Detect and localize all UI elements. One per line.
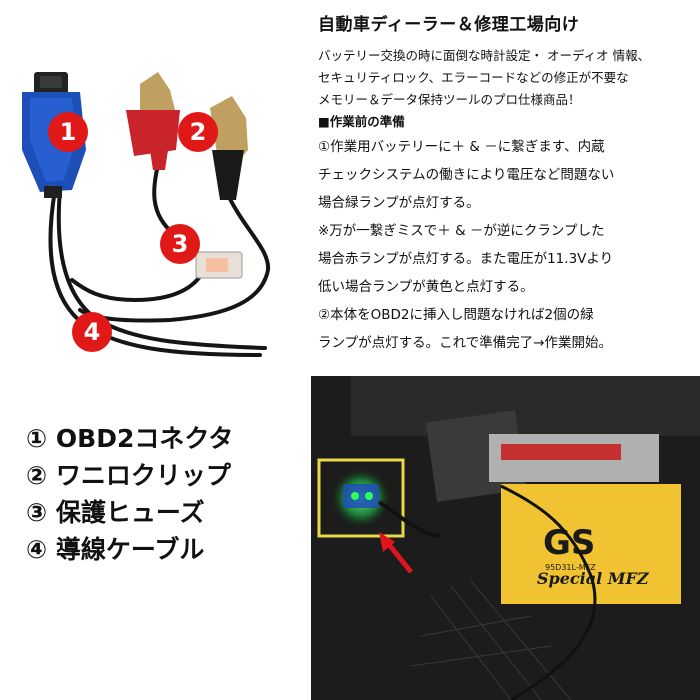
installation-photo: GS Special MFZ 95D31L-MFZ xyxy=(311,376,700,700)
photo-scene: GS Special MFZ 95D31L-MFZ xyxy=(311,376,700,700)
badge-1: 1 xyxy=(48,112,88,152)
product-illustration xyxy=(22,72,271,357)
legend-number: ② xyxy=(26,461,48,490)
red-arrow xyxy=(379,532,413,574)
description-block: 自動車ディーラー＆修理工場向け バッテリー交換の時に面倒な時計設定・ オーディオ… xyxy=(318,10,694,357)
legend-item: ③ 保護ヒューズ xyxy=(26,494,306,531)
step-line: ランプが点灯する。これで準備完了→作業開始。 xyxy=(318,335,613,351)
step-line: 場合赤ランプが点灯する。また電圧が11.3Vより xyxy=(318,251,614,267)
badge-4: 4 xyxy=(72,312,112,352)
legend-label: OBD2コネクタ xyxy=(55,424,234,453)
legend-number: ③ xyxy=(26,498,48,527)
step-line: ①作業用バッテリーに＋ & －に繋ぎます、内蔵 xyxy=(318,139,605,155)
legend-label: 導線ケーブル xyxy=(55,535,205,564)
legend-number: ① xyxy=(26,424,48,453)
badge-2: 2 xyxy=(178,112,218,152)
intro-line: メモリー＆データ保持ツールのプロ仕様商品！ xyxy=(318,92,581,107)
intro-line: バッテリー交換の時に面倒な時計設定・ オーディオ 情報、 xyxy=(318,48,651,63)
legend-item: ② ワニロクリップ xyxy=(26,457,306,494)
battery: GS Special MFZ 95D31L-MFZ xyxy=(489,434,681,700)
battery-brand: GS xyxy=(543,523,595,563)
legend-label: 保護ヒューズ xyxy=(55,498,205,527)
fuse-holder xyxy=(195,251,243,279)
step-line: ※万が一繋ぎミスで＋ & －が逆にクランプした xyxy=(318,223,605,239)
battery-code: 95D31L-MFZ xyxy=(545,563,596,572)
step-line: チェックシステムの働きにより電圧など問題ない xyxy=(318,167,615,183)
step-line: 低い場合ランプが黄色と点灯する。 xyxy=(318,279,534,295)
parts-legend: ① OBD2コネクタ ② ワニロクリップ ③ 保護ヒューズ ④ 導線ケーブル xyxy=(26,420,306,568)
description-title: 自動車ディーラー＆修理工場向け xyxy=(318,15,580,35)
legend-item: ④ 導線ケーブル xyxy=(26,531,306,568)
highlight-box xyxy=(317,458,405,538)
legend-label: ワニロクリップ xyxy=(55,461,231,490)
step-line: 場合緑ランプが点灯する。 xyxy=(318,195,480,211)
black-alligator-clip xyxy=(210,96,248,200)
intro-line: セキュリティロック、エラーコードなどの修正が不要な xyxy=(318,70,629,85)
section-heading: ■作業前の準備 xyxy=(318,114,405,129)
red-alligator-clip xyxy=(126,72,180,170)
badge-3: 3 xyxy=(160,224,200,264)
legend-number: ④ xyxy=(26,535,48,564)
step-line: ②本体をOBD2に挿入し問題なければ2個の緑 xyxy=(318,307,594,323)
legend-item: ① OBD2コネクタ xyxy=(26,420,306,457)
battery-model: Special MFZ xyxy=(537,569,650,588)
